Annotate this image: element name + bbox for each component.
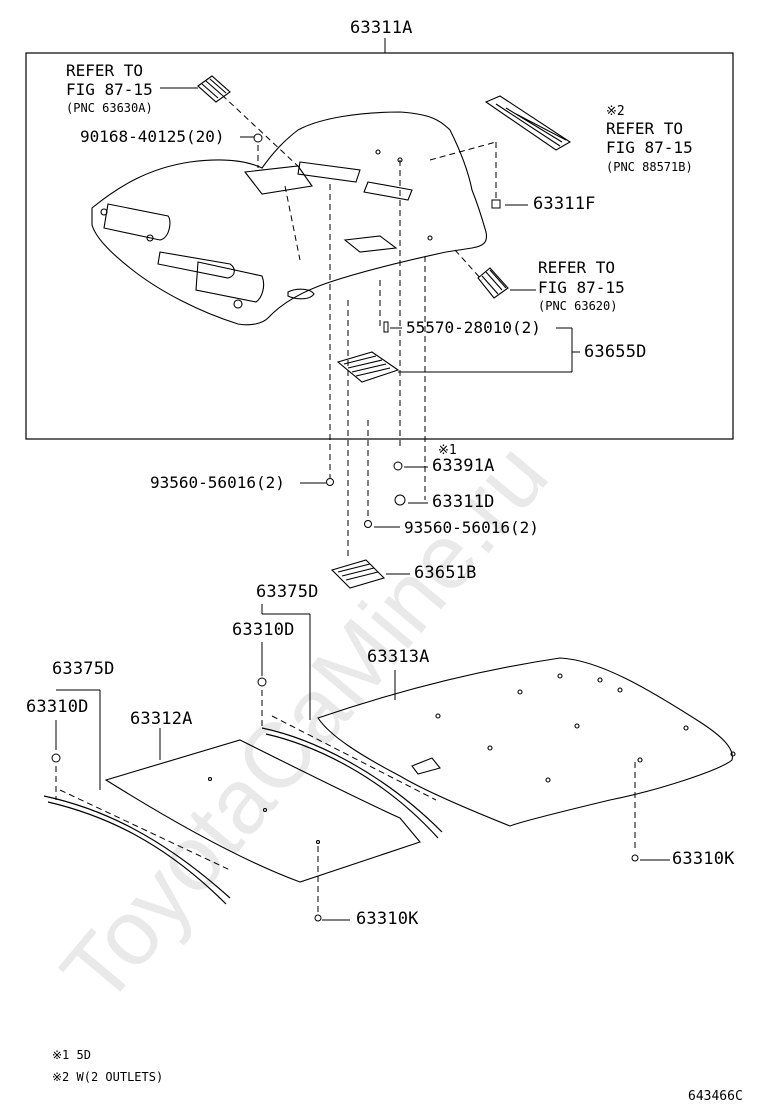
rail-63310d-left	[43, 795, 231, 905]
part-label-63375d-left: 63375D	[52, 659, 115, 679]
assembly-frame	[25, 52, 734, 440]
part-label-55570-28010: 55570-28010(2)	[406, 318, 541, 337]
grille-63655d	[336, 351, 400, 383]
leader-lines-top	[221, 94, 497, 560]
leader-lines-bottom	[55, 690, 636, 912]
refer-b-line1: REFER TO	[606, 119, 684, 138]
part-label-63310d-left: 63310D	[26, 697, 89, 717]
grille-63651b	[330, 559, 386, 589]
part-label-63391a: 63391A	[432, 456, 495, 476]
vent-part-88571b	[484, 95, 572, 151]
part-label-63651b: 63651B	[414, 563, 477, 583]
note-mark-1: ※1	[438, 443, 457, 458]
panel-63313a	[317, 657, 736, 827]
refer-b-mark: ※2	[606, 104, 625, 119]
panel-63312a	[104, 739, 421, 883]
part-label-63310k-left: 63310K	[356, 909, 419, 929]
part-label-90168-40125: 90168-40125(20)	[80, 127, 225, 146]
rail-63310d-right	[261, 727, 443, 839]
refer-c-line1: REFER TO	[538, 258, 616, 277]
refer-a-line2: FIG 87-15	[66, 80, 153, 99]
refer-b-line2: FIG 87-15	[606, 138, 693, 157]
refer-a-line1: REFER TO	[66, 61, 144, 80]
part-label-63310k-right: 63310K	[672, 849, 735, 869]
footnote-1: ※1 5D	[52, 1048, 91, 1062]
part-label-63313a: 63313A	[367, 647, 430, 667]
part-label-63311d: 63311D	[432, 492, 495, 512]
leader-lines-solid	[55, 87, 670, 921]
footnote-2: ※2 W(2 OUTLETS)	[52, 1070, 164, 1084]
refer-c-line3: (PNC 63620)	[538, 299, 618, 313]
vent-part-63630a	[197, 75, 231, 103]
part-label-63310d-right: 63310D	[232, 620, 295, 640]
refer-b-line3: (PNC 88571B)	[606, 160, 693, 174]
refer-a-line3: (PNC 63630A)	[66, 101, 153, 115]
fasteners	[51, 133, 639, 922]
refer-c-line2: FIG 87-15	[538, 278, 625, 297]
part-label-63311f: 63311F	[533, 194, 596, 214]
vent-part-63620	[477, 267, 509, 299]
figure-code: 643466C	[688, 1089, 743, 1104]
part-label-93560-56016-right: 93560-56016(2)	[404, 518, 539, 537]
part-label-63375d-right: 63375D	[256, 582, 319, 602]
part-label-93560-56016-left: 93560-56016(2)	[150, 473, 285, 492]
headliner-panel	[91, 111, 488, 326]
part-label-63312a: 63312A	[130, 709, 193, 729]
part-label-63311a: 63311A	[350, 18, 413, 38]
part-label-63655d: 63655D	[584, 342, 647, 362]
